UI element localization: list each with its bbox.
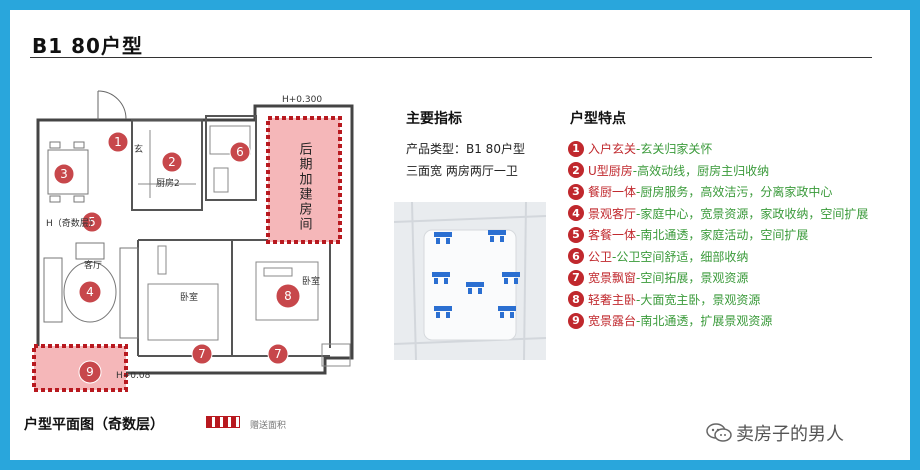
marker-9: 9 [86,365,94,379]
feature-number: 5 [568,226,584,243]
feature-item: 2 U型厨房-高效动线，厨房主归收纳 [568,160,898,182]
feature-desc: -大面宽主卧，景观资源 [636,292,761,307]
addon-room-label: 后期加建房间 [297,142,313,232]
legend-label: 赠送面积 [250,421,287,431]
feature-keyword: 宽景飘窗 [588,271,637,286]
elevation-bottom: H+0.08 [116,371,151,381]
feature-keyword: 餐厨一体 [588,185,637,200]
metrics-heading: 主要指标 [406,111,462,127]
watermark-text: 卖房子的男人 [736,424,844,445]
feature-item: 4 景观客厅-家庭中心，宽景资源，家政收纳，空间扩展 [568,203,898,225]
watermark: 卖房子的男人 [706,420,844,446]
marker-7a: 7 [198,347,206,361]
marker-2: 2 [168,155,176,169]
marker-7b: 7 [274,347,282,361]
feature-desc: -厨房服务，高效洁污，分离家政中心 [636,185,833,200]
room-living-label: 客厅 [84,259,102,271]
feature-desc: -南北通透，扩展景观资源 [636,314,773,329]
feature-desc: -公卫空间舒适，细部收纳 [612,249,749,264]
feature-item: 3 餐厨一体-厨房服务，高效洁污，分离家政中心 [568,181,898,203]
marker-8: 8 [284,289,292,303]
site-plan-image [394,202,546,360]
room-bed-left-label: 卧室 [180,291,198,303]
feature-number: 6 [568,248,584,265]
feature-keyword: 公卫 [588,249,613,264]
wechat-icon [706,423,732,442]
room-bed-right-label: 卧室 [302,275,320,287]
feature-keyword: U型厨房 [588,163,633,178]
marker-1: 1 [114,135,122,149]
feature-number: 8 [568,291,584,308]
feature-number: 2 [568,162,584,179]
feature-desc: -空间拓展，景观资源 [636,271,749,286]
feature-desc: -南北通透，家庭活动，空间扩展 [636,228,809,243]
feature-keyword: 客餐一体 [588,228,637,243]
features-heading: 户型特点 [570,111,626,127]
plan-caption: 户型平面图（奇数层） [24,417,164,433]
title-divider [30,57,872,58]
feature-item: 9 宽景露台-南北通透，扩展景观资源 [568,310,898,332]
feature-number: 1 [568,140,584,157]
page-title: B1 80户型 [32,34,143,58]
feature-desc: -高效动线，厨房主归收纳 [632,163,770,178]
feature-desc: -家庭中心，宽景资源，家政收纳，空间扩展 [636,206,869,221]
feature-item: 8 轻奢主卧-大面宽主卧，景观资源 [568,289,898,311]
elevation-top: H+0.300 [282,95,322,105]
room-kitchen-label: 厨房2 [156,177,180,189]
metric-product-type: 产品类型：B1 80户型 [406,142,525,156]
feature-number: 3 [568,183,584,200]
feature-keyword: 宽景露台 [588,314,637,329]
metric-layout: 三面宽 两房两厅一卫 [406,164,518,178]
feature-number: 9 [568,312,584,329]
feature-item: 7 宽景飘窗-空间拓展，景观资源 [568,267,898,289]
floor-plan: 1 2 3 4 5 6 7 7 8 9 H+0.300 H+0.08 H（奇数层… [32,90,354,392]
room-entry-label: 玄 [134,143,143,155]
feature-keyword: 景观客厅 [588,206,637,221]
elevation-left: H（奇数层） [46,217,98,229]
feature-number: 7 [568,269,584,286]
feature-item: 6 公卫-公卫空间舒适，细部收纳 [568,246,898,268]
features-list: 1 入户玄关-玄关归家关怀 2 U型厨房-高效动线，厨房主归收纳 3 餐厨一体-厨房服… [568,138,898,332]
feature-keyword: 轻奢主卧 [588,292,637,307]
feature-desc: -玄关归家关怀 [636,142,713,157]
feature-item: 5 客餐一体-南北通透，家庭活动，空间扩展 [568,224,898,246]
marker-4: 4 [86,285,94,299]
marker-6: 6 [236,145,244,159]
marker-5: 5 [88,215,96,229]
feature-item: 1 入户玄关-玄关归家关怀 [568,138,898,160]
feature-keyword: 入户玄关 [588,142,637,157]
legend-swatch [206,416,240,428]
feature-number: 4 [568,205,584,222]
marker-3: 3 [60,167,68,181]
